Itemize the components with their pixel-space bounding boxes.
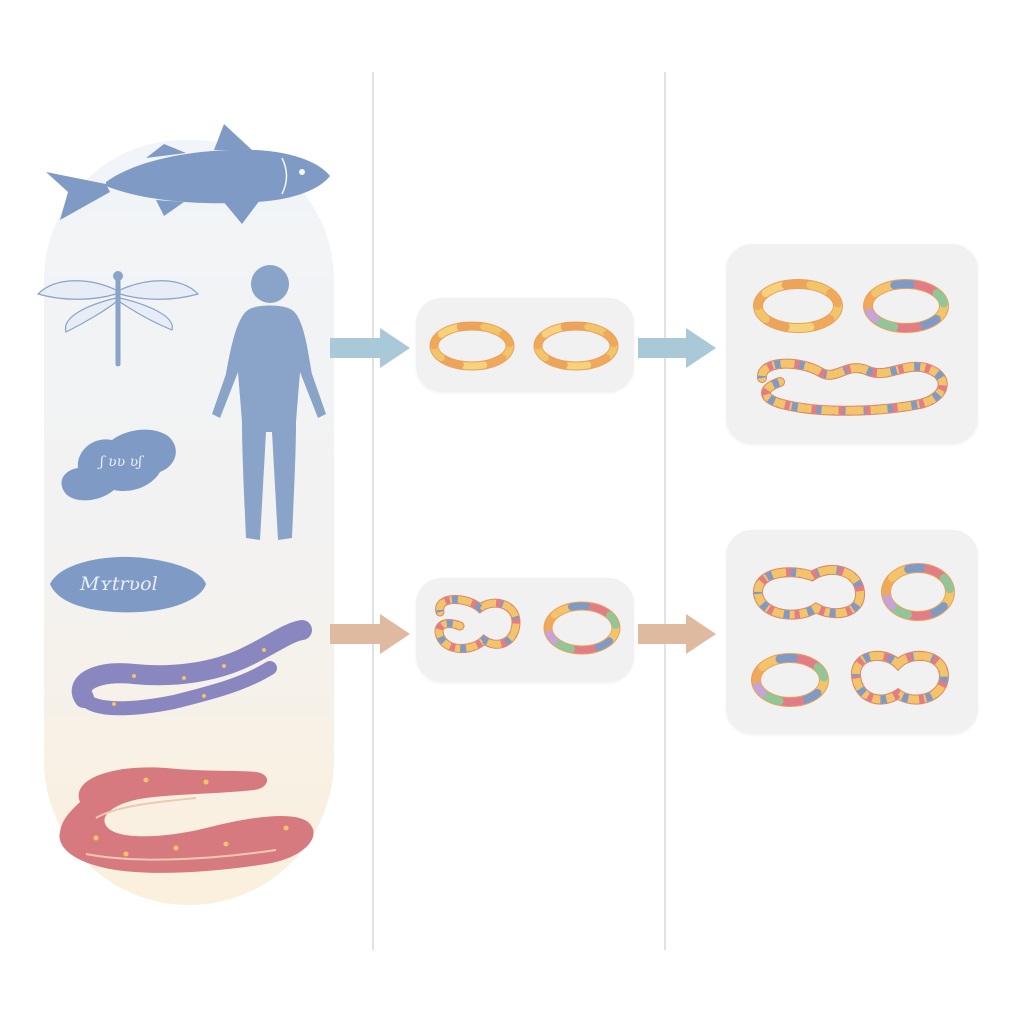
panel-top-middle xyxy=(416,298,634,392)
chromosome-ring-bottom-mid-2 xyxy=(543,601,621,655)
dragonfly-icon xyxy=(36,271,200,367)
chromosome-ring-bottom-right-4 xyxy=(851,650,950,705)
arrow-top-left xyxy=(330,328,410,368)
chromosome-ring-top-right-1 xyxy=(753,279,843,333)
chromosome-ring-bottom-right-3 xyxy=(751,653,829,707)
mollusc-label: Mʏtrʋol xyxy=(79,573,158,595)
chromosome-ring-top-mid-2 xyxy=(533,321,619,371)
arrow-top-right xyxy=(638,328,716,368)
human-icon xyxy=(212,265,326,540)
chromosome-ring-top-mid-1 xyxy=(429,321,515,371)
mollusc-icon: Mʏtrʋol xyxy=(50,556,206,613)
divider-right xyxy=(664,72,666,950)
nematode-icon xyxy=(71,620,312,716)
flatworm-label: ʃ ʋʋ ʋʃ xyxy=(97,454,144,470)
fish-icon xyxy=(46,124,330,224)
chromosome-ring-top-right-2 xyxy=(863,279,949,333)
divider-left xyxy=(372,72,374,950)
chromosome-ring-bottom-right-1 xyxy=(753,564,865,620)
earthworm-icon xyxy=(59,767,314,873)
chromosome-ring-bottom-right-2 xyxy=(881,563,955,621)
chromosome-ring-bottom-mid-1 xyxy=(434,594,521,653)
flatworm-icon: ʃ ʋʋ ʋʃ xyxy=(61,429,176,501)
arrow-bottom-left xyxy=(330,614,410,654)
chromosome-loop-top-right xyxy=(757,358,948,416)
arrow-bottom-right xyxy=(638,614,716,654)
